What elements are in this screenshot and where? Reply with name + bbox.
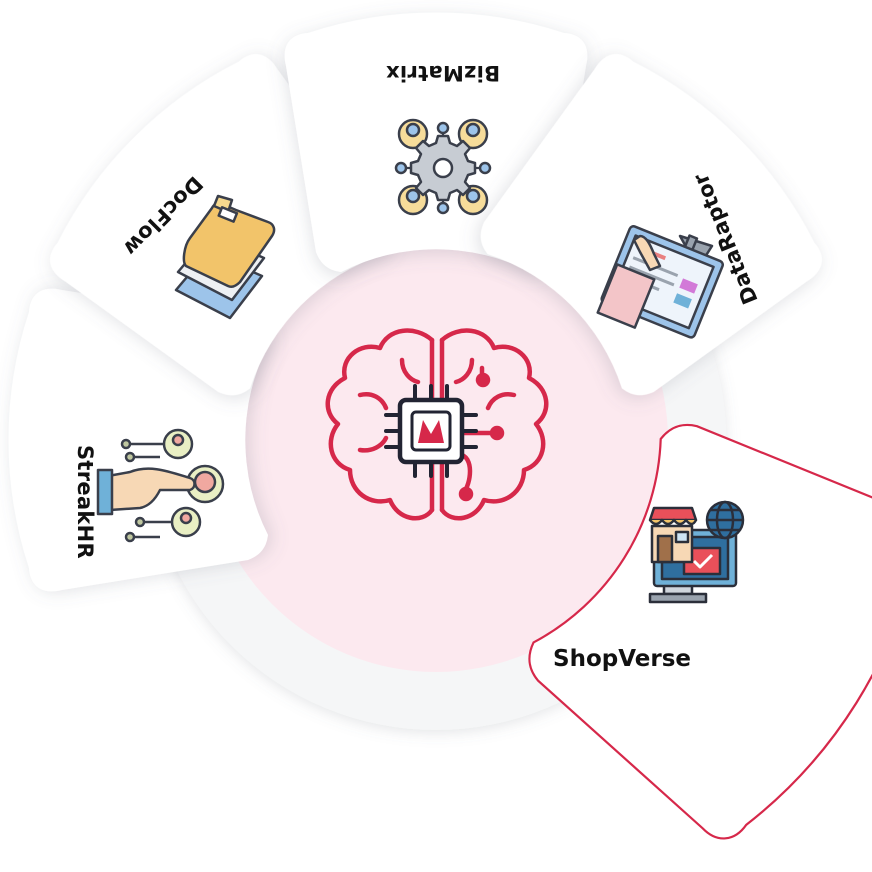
data-dashboard-monitor-icon: [596, 225, 724, 339]
brain-chip-logo-icon: [325, 328, 549, 521]
petal-dataraptor[interactable]: [448, 31, 846, 429]
petal-shopverse-active[interactable]: [497, 380, 872, 863]
folder-documents-icon: [174, 194, 276, 320]
hand-touch-network-icon: [96, 428, 225, 543]
petal-label-bizmatrix: BizMatrix: [386, 61, 500, 85]
petal-label-streakhr: StreakHR: [73, 445, 97, 559]
shop-globe-monitor-icon: [648, 500, 745, 604]
chip-icon: [384, 384, 478, 478]
active-product-label: ShopVerse: [553, 646, 691, 672]
gear-network-icon: [394, 118, 492, 216]
